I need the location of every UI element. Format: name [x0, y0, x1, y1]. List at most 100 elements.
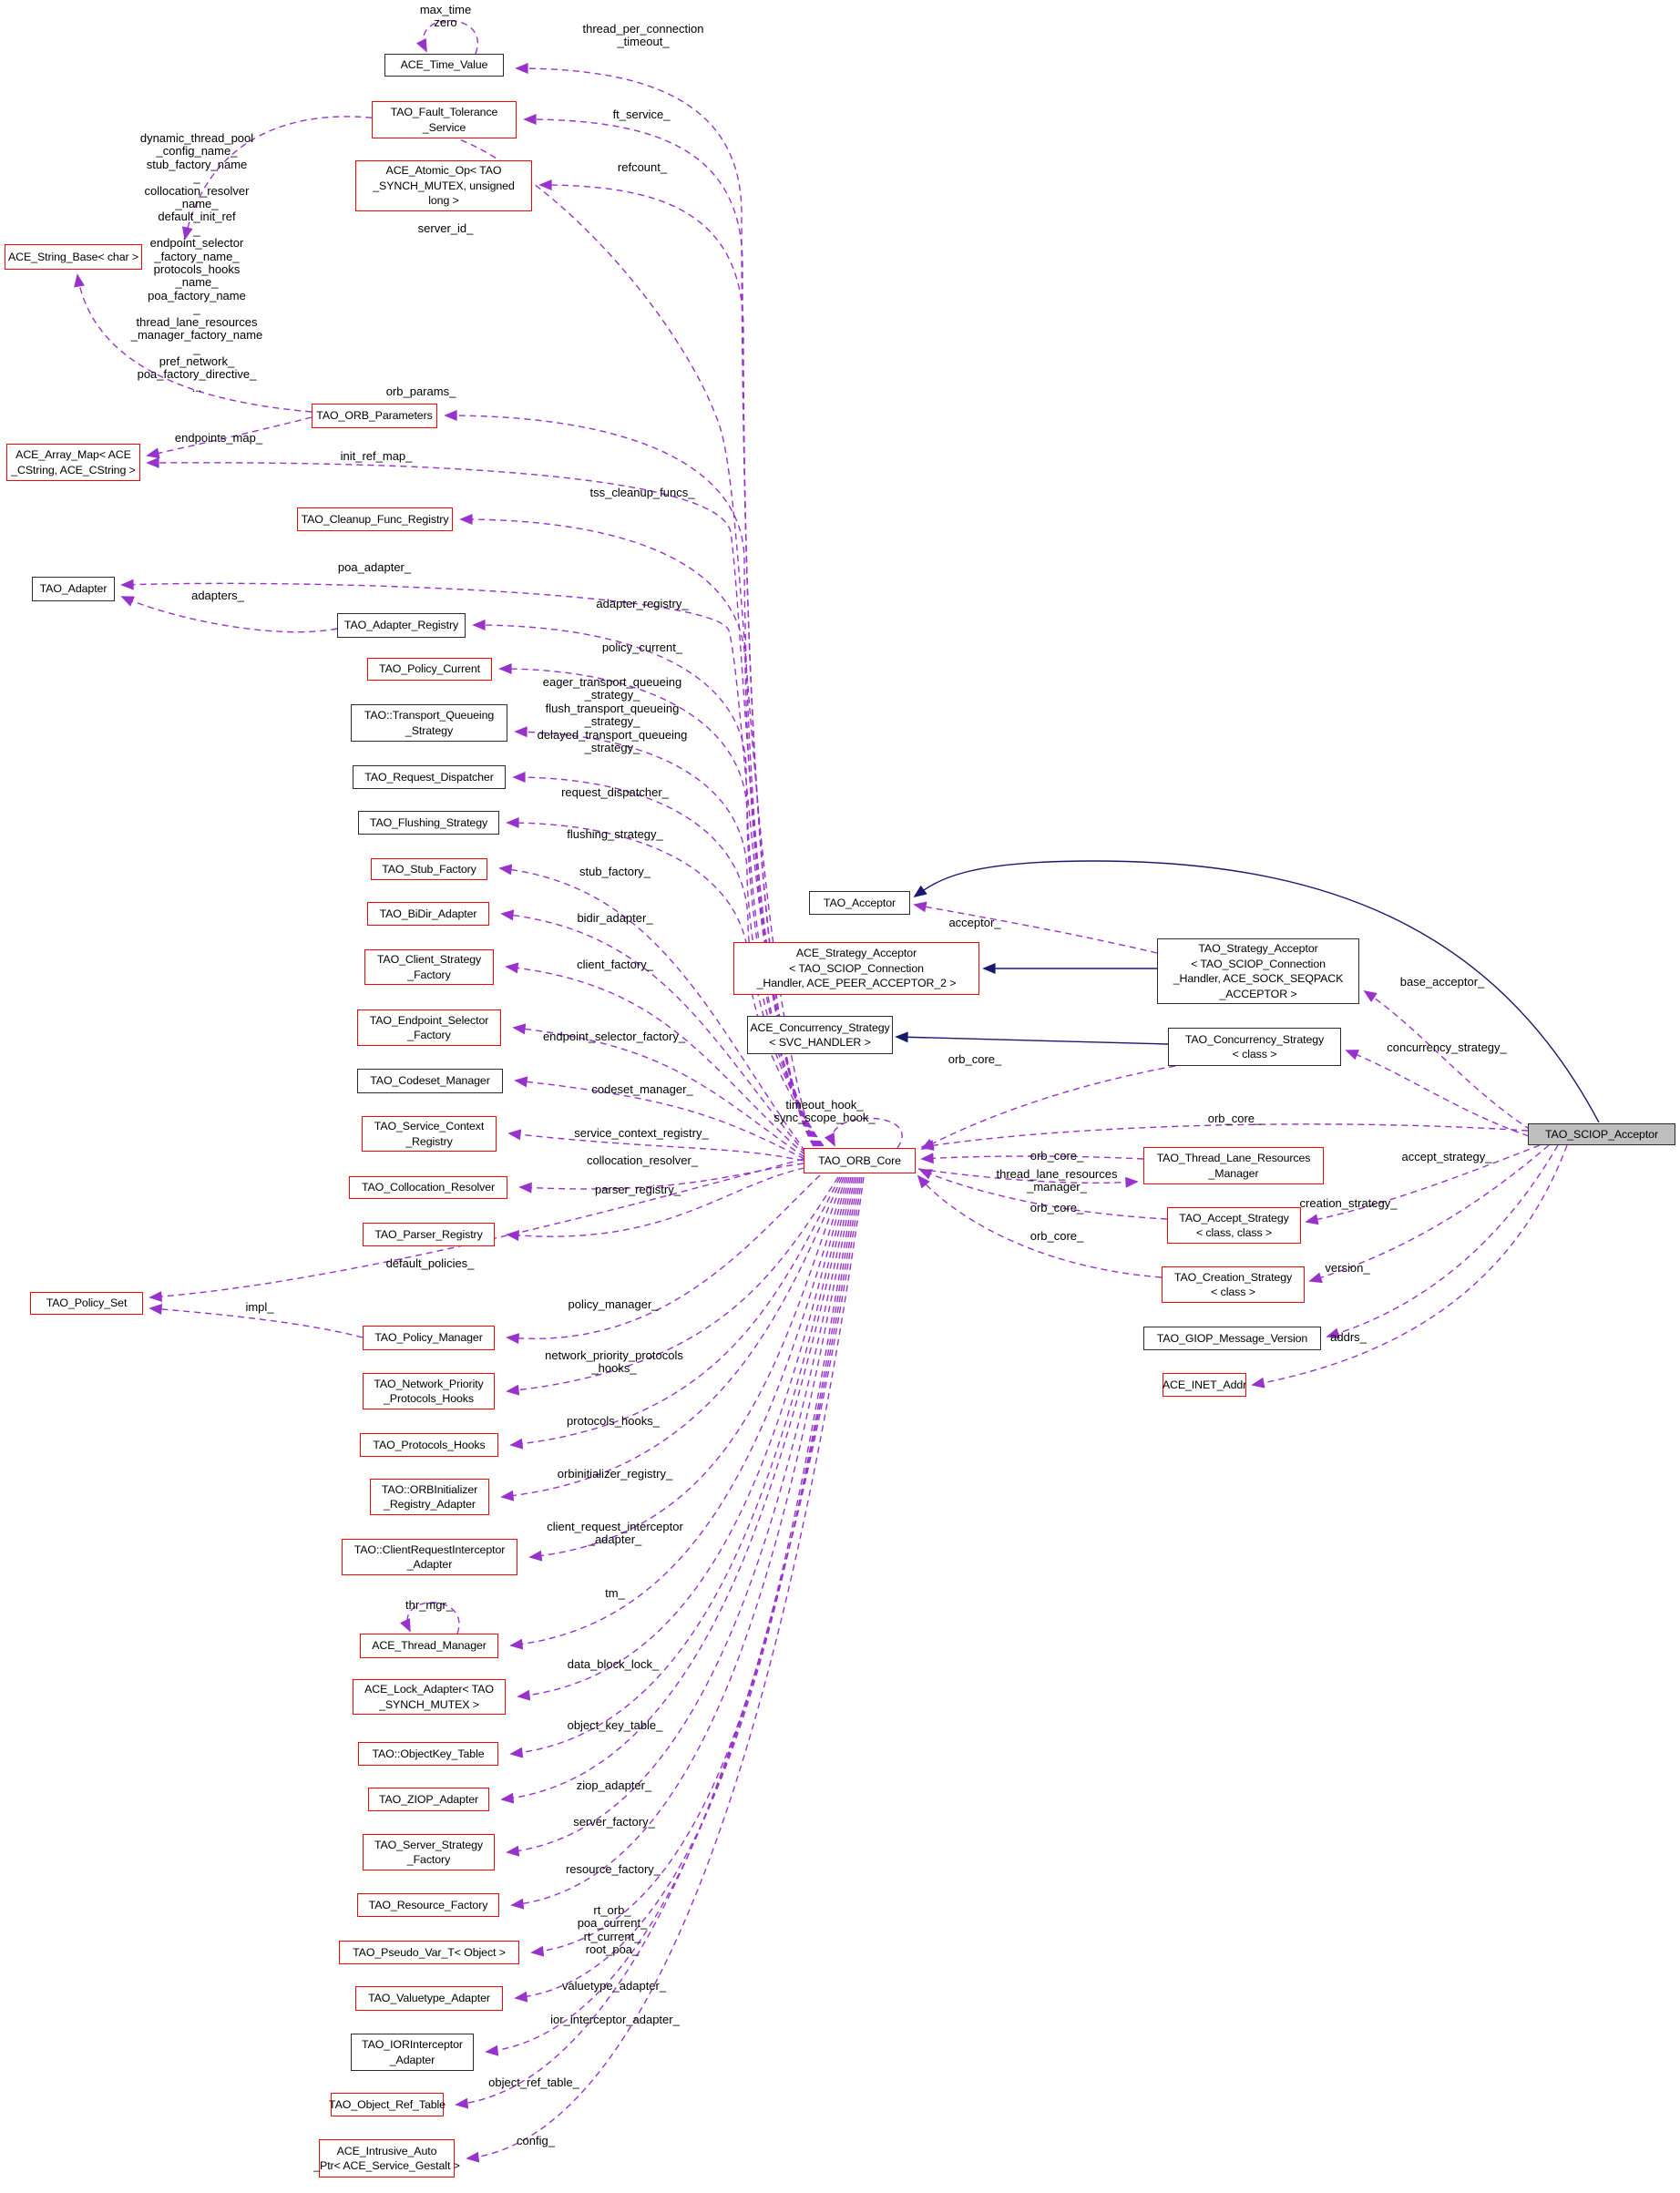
node-ace_atomic_op[interactable]: ACE_Atomic_Op< TAO _SYNCH_MUTEX, unsigne…: [355, 160, 532, 211]
node-tao_stub_factory[interactable]: TAO_Stub_Factory: [371, 858, 487, 880]
edge-label-ior_interceptor: ior_interceptor_adapter_: [550, 2013, 680, 2026]
edge-label-default_policies: default_policies_: [385, 1256, 475, 1270]
edge-prefnet: [74, 273, 312, 413]
edge-object_ref_table: [455, 1176, 863, 2109]
edge-label-protocols_hooks: protocols_hooks_: [567, 1414, 660, 1428]
edge-label-poa_adapter: poa_adapter_: [337, 560, 412, 574]
edge-label-ft_service: ft_service_: [612, 108, 671, 121]
edge-orbinitializer: [500, 1176, 843, 1501]
edge-server_factory: [506, 1176, 854, 1857]
edge-orb_core_accept: [918, 1169, 1168, 1220]
edge-label-orbinitializer: orbinitializer_registry_: [557, 1467, 673, 1481]
node-tao_pseudo_var_t[interactable]: TAO_Pseudo_Var_T< Object >: [339, 1941, 519, 1964]
edge-stub_factory: [498, 864, 806, 1153]
node-ace_array_map[interactable]: ACE_Array_Map< ACE _CString, ACE_CString…: [6, 444, 140, 481]
edge-label-creation_strategy: creation_strategy_: [1299, 1196, 1398, 1210]
edge-version: [1326, 1144, 1559, 1339]
node-tao_strategy_acceptor[interactable]: TAO_Strategy_Acceptor < TAO_SCIOP_Connec…: [1157, 938, 1359, 1004]
node-tao_orb_parameters[interactable]: TAO_ORB_Parameters: [312, 404, 437, 428]
node-tao_orbinitializer[interactable]: TAO::ORBInitializer _Registry_Adapter: [370, 1479, 489, 1515]
edge-label-tss_cleanup: tss_cleanup_funcs_: [589, 486, 695, 499]
edge-label-rt_orb: rt_orb_ poa_current_ rt_current_ root_po…: [577, 1903, 648, 1957]
node-tao_endpoint_selector_factory[interactable]: TAO_Endpoint_Selector _Factory: [357, 1009, 501, 1046]
node-tao_policy_manager[interactable]: TAO_Policy_Manager: [363, 1326, 495, 1350]
edge-inherit_concurrency: [895, 1031, 1169, 1045]
node-ace_lock_adapter[interactable]: ACE_Lock_Adapter< TAO _SYNCH_MUTEX >: [353, 1679, 506, 1715]
edge-label-object_key_table: object_key_table_: [567, 1718, 663, 1732]
node-tao_concurrency_strategy[interactable]: TAO_Concurrency_Strategy < class >: [1168, 1028, 1341, 1066]
node-ace_inet_addr[interactable]: ACE_INET_Addr: [1163, 1373, 1246, 1397]
node-tao_service_context_registry[interactable]: TAO_Service_Context _Registry: [362, 1116, 497, 1152]
edge-label-server_factory: server_factory_: [573, 1815, 655, 1829]
node-tao_object_ref_table[interactable]: TAO_Object_Ref_Table: [329, 2093, 446, 2116]
node-tao_thread_lane[interactable]: TAO_Thread_Lane_Resources _Manager: [1143, 1147, 1324, 1184]
edge-label-policy_current: policy_current_: [601, 640, 683, 654]
edge-label-addrs: addrs_: [1330, 1330, 1367, 1344]
node-tao_policy_current[interactable]: TAO_Policy_Current: [367, 658, 492, 681]
node-tao_flushing_strategy[interactable]: TAO_Flushing_Strategy: [358, 811, 499, 835]
node-tao_server_strategy_factory[interactable]: TAO_Server_Strategy _Factory: [363, 1834, 495, 1870]
node-tao_cleanup_func_registry[interactable]: TAO_Cleanup_Func_Registry: [297, 507, 453, 531]
node-ace_concurrency_strategy[interactable]: ACE_Concurrency_Strategy < SVC_HANDLER >: [747, 1016, 893, 1054]
node-tao_acceptor[interactable]: TAO_Acceptor: [809, 891, 910, 915]
node-tao_client_strategy_factory[interactable]: TAO_Client_Strategy _Factory: [364, 949, 494, 985]
edge-impl: [149, 1303, 364, 1338]
node-ace_intrusive_auto_ptr[interactable]: ACE_Intrusive_Auto _Ptr< ACE_Service_Ges…: [313, 2139, 460, 2178]
edge-label-refcount: refcount_: [617, 160, 668, 174]
node-ace_thread_manager[interactable]: ACE_Thread_Manager: [360, 1634, 498, 1658]
node-tao_iorinterceptor[interactable]: TAO_IORInterceptor _Adapter: [351, 2034, 474, 2071]
node-tao_network_priority[interactable]: TAO_Network_Priority _Protocols_Hooks: [363, 1373, 495, 1409]
edge-ior_interceptor: [485, 1176, 861, 2056]
edge-label-init_ref_map: init_ref_map_: [340, 449, 413, 463]
node-tao_parser_registry[interactable]: TAO_Parser_Registry: [363, 1223, 495, 1246]
edge-label-orb_core_tlrm: orb_core_: [1030, 1149, 1084, 1163]
node-tao_giop_message_version[interactable]: TAO_GIOP_Message_Version: [1143, 1327, 1321, 1350]
edge-bidir_adapter: [500, 909, 806, 1154]
edge-loop_thr: [400, 1602, 460, 1635]
node-tao_fault_tolerance_service[interactable]: TAO_Fault_Tolerance _Service: [372, 101, 517, 138]
edge-label-parser_registry: parser_registry_: [595, 1183, 681, 1196]
node-tao_adapter_registry[interactable]: TAO_Adapter_Registry: [337, 613, 466, 638]
node-tao_transport_queueing[interactable]: TAO::Transport_Queueing _Strategy: [351, 704, 507, 742]
node-tao_request_dispatcher[interactable]: TAO_Request_Dispatcher: [353, 765, 506, 789]
edge-label-base_acceptor: base_acceptor_: [1399, 975, 1485, 989]
node-ace_string_base[interactable]: ACE_String_Base< char >: [5, 244, 142, 270]
edge-config: [466, 1176, 865, 2163]
node-tao_adapter[interactable]: TAO_Adapter: [32, 577, 115, 601]
edge-label-max_time: max_time zero: [419, 3, 472, 30]
node-tao_ziop_adapter[interactable]: TAO_ZIOP_Adapter: [368, 1788, 489, 1811]
node-tao_resource_factory[interactable]: TAO_Resource_Factory: [357, 1893, 499, 1917]
edge-label-config: config_: [517, 2134, 555, 2147]
edge-refcount: [538, 179, 816, 1147]
node-tao_protocols_hooks[interactable]: TAO_Protocols_Hooks: [360, 1433, 498, 1457]
edge-rt_orb: [530, 1176, 857, 1957]
edge-data_block_lock: [517, 1176, 848, 1701]
edge-label-tlrm: thread_lane_resources _manager_: [996, 1167, 1118, 1194]
node-tao_valuetype_adapter[interactable]: TAO_Valuetype_Adapter: [355, 1986, 503, 2011]
node-ace_time_value[interactable]: ACE_Time_Value: [384, 54, 504, 77]
node-tao_policy_set[interactable]: TAO_Policy_Set: [30, 1292, 143, 1315]
edge-client_factory: [505, 962, 806, 1156]
edge-label-concurrency_strategy: concurrency_strategy_: [1387, 1040, 1507, 1054]
edge-orb_core_sciop: [920, 1123, 1529, 1152]
node-ace_strategy_acceptor[interactable]: ACE_Strategy_Acceptor < TAO_SCIOP_Connec…: [733, 942, 979, 995]
edge-label-endpoint_selector: endpoint_selector_factory_: [542, 1030, 686, 1043]
node-tao_clientrequest[interactable]: TAO::ClientRequestInterceptor _Adapter: [342, 1539, 517, 1575]
node-tao_collocation_resolver[interactable]: TAO_Collocation_Resolver: [349, 1176, 507, 1199]
node-tao_bidir_adapter[interactable]: TAO_BiDir_Adapter: [367, 902, 489, 926]
edge-label-endpoints_map: endpoints_map_: [174, 431, 263, 445]
node-tao_creation_strategy[interactable]: TAO_Creation_Strategy < class >: [1162, 1266, 1305, 1303]
node-tao_accept_strategy[interactable]: TAO_Accept_Strategy < class, class >: [1167, 1207, 1301, 1244]
edge-label-stub_factory: stub_factory_: [579, 865, 651, 878]
node-tao_orb_core[interactable]: TAO_ORB_Core: [804, 1148, 916, 1173]
node-tao_sciop_acceptor: TAO_SCIOP_Acceptor: [1528, 1123, 1675, 1145]
edge-label-adapters: adapters_: [191, 589, 244, 602]
edge-loop_orb: [824, 1117, 903, 1149]
edge-label-cstring_fields: dynamic_thread_pool _config_name_ stub_f…: [130, 131, 263, 395]
node-tao_codeset_manager[interactable]: TAO_Codeset_Manager: [357, 1069, 503, 1093]
edge-inherit_sciop: [913, 860, 1600, 1123]
edge-object_key_table: [509, 1176, 850, 1758]
node-tao_objectkey_table[interactable]: TAO::ObjectKey_Table: [358, 1742, 498, 1766]
